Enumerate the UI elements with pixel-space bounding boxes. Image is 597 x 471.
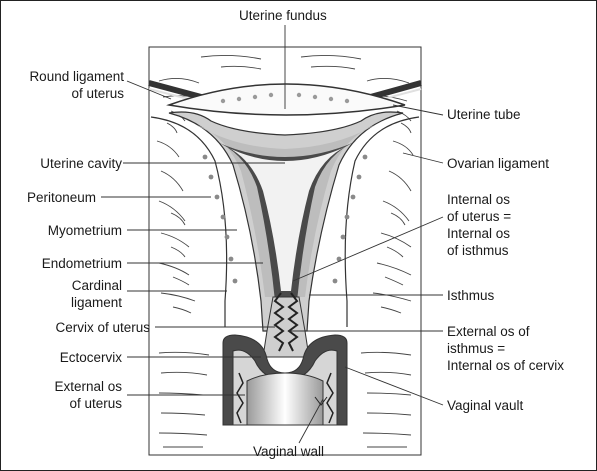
myometrium-vessels (202, 154, 368, 284)
leader-lines (101, 25, 444, 444)
label-line: External os (54, 379, 122, 394)
label-line: Vaginal wall (253, 444, 325, 459)
label-cervix-of-uterus: Cervix of uterus (55, 319, 150, 336)
label-uterine-cavity: Uterine cavity (40, 155, 122, 172)
label-line: of uterus (71, 86, 124, 101)
label-line: of uterus (69, 396, 122, 411)
label-round-ligament: Round ligament of uterus (29, 68, 124, 102)
label-line: Round ligament (29, 69, 124, 84)
label-external-os-isthmus: External os of isthmus = Internal os of … (447, 323, 564, 374)
label-uterine-tube: Uterine tube (447, 106, 521, 123)
label-line: Uterine tube (447, 107, 521, 122)
label-line: isthmus = (447, 341, 506, 356)
peritoneum-outline (150, 116, 420, 327)
label-ectocervix: Ectocervix (60, 349, 122, 366)
label-line: Uterine fundus (239, 8, 327, 23)
label-endometrium: Endometrium (42, 255, 122, 272)
label-line: Isthmus (447, 288, 495, 303)
label-isthmus: Isthmus (447, 287, 494, 304)
label-uterine-fundus: Uterine fundus (239, 7, 327, 24)
label-peritoneum: Peritoneum (27, 189, 96, 206)
label-vaginal-vault: Vaginal vault (447, 397, 523, 414)
label-line: Vaginal vault (447, 398, 524, 413)
label-line: External os of (447, 324, 530, 339)
label-line: Internal os (447, 226, 511, 241)
label-external-os-uterus: External os of uterus (54, 378, 122, 412)
label-line: Peritoneum (26, 190, 96, 205)
label-line: Ovarian ligament (447, 156, 550, 171)
label-line: Cervix of uterus (55, 320, 150, 335)
label-internal-os: Internal os of uterus = Internal os of i… (447, 191, 511, 259)
label-line: of isthmus (447, 243, 509, 258)
uterine-cavity (223, 145, 349, 291)
label-ovarian-ligament: Ovarian ligament (447, 155, 549, 172)
label-line: Ectocervix (59, 350, 122, 365)
label-line: Internal os (447, 192, 511, 207)
label-line: Cardinal (71, 278, 122, 293)
label-vaginal-wall: Vaginal wall (253, 443, 324, 460)
cervical-canal (262, 292, 310, 358)
label-line: ligament (70, 295, 122, 310)
label-line: Myometrium (47, 223, 122, 238)
label-line: Internal os of cervix (447, 358, 565, 373)
vaginal-region (222, 334, 348, 426)
label-myometrium: Myometrium (48, 222, 122, 239)
label-line: Endometrium (41, 256, 122, 271)
label-line: of uterus = (447, 209, 512, 224)
label-line: Uterine cavity (40, 156, 122, 171)
label-cardinal-ligament: Cardinal ligament (71, 277, 122, 311)
uterine-fundus (166, 83, 406, 116)
